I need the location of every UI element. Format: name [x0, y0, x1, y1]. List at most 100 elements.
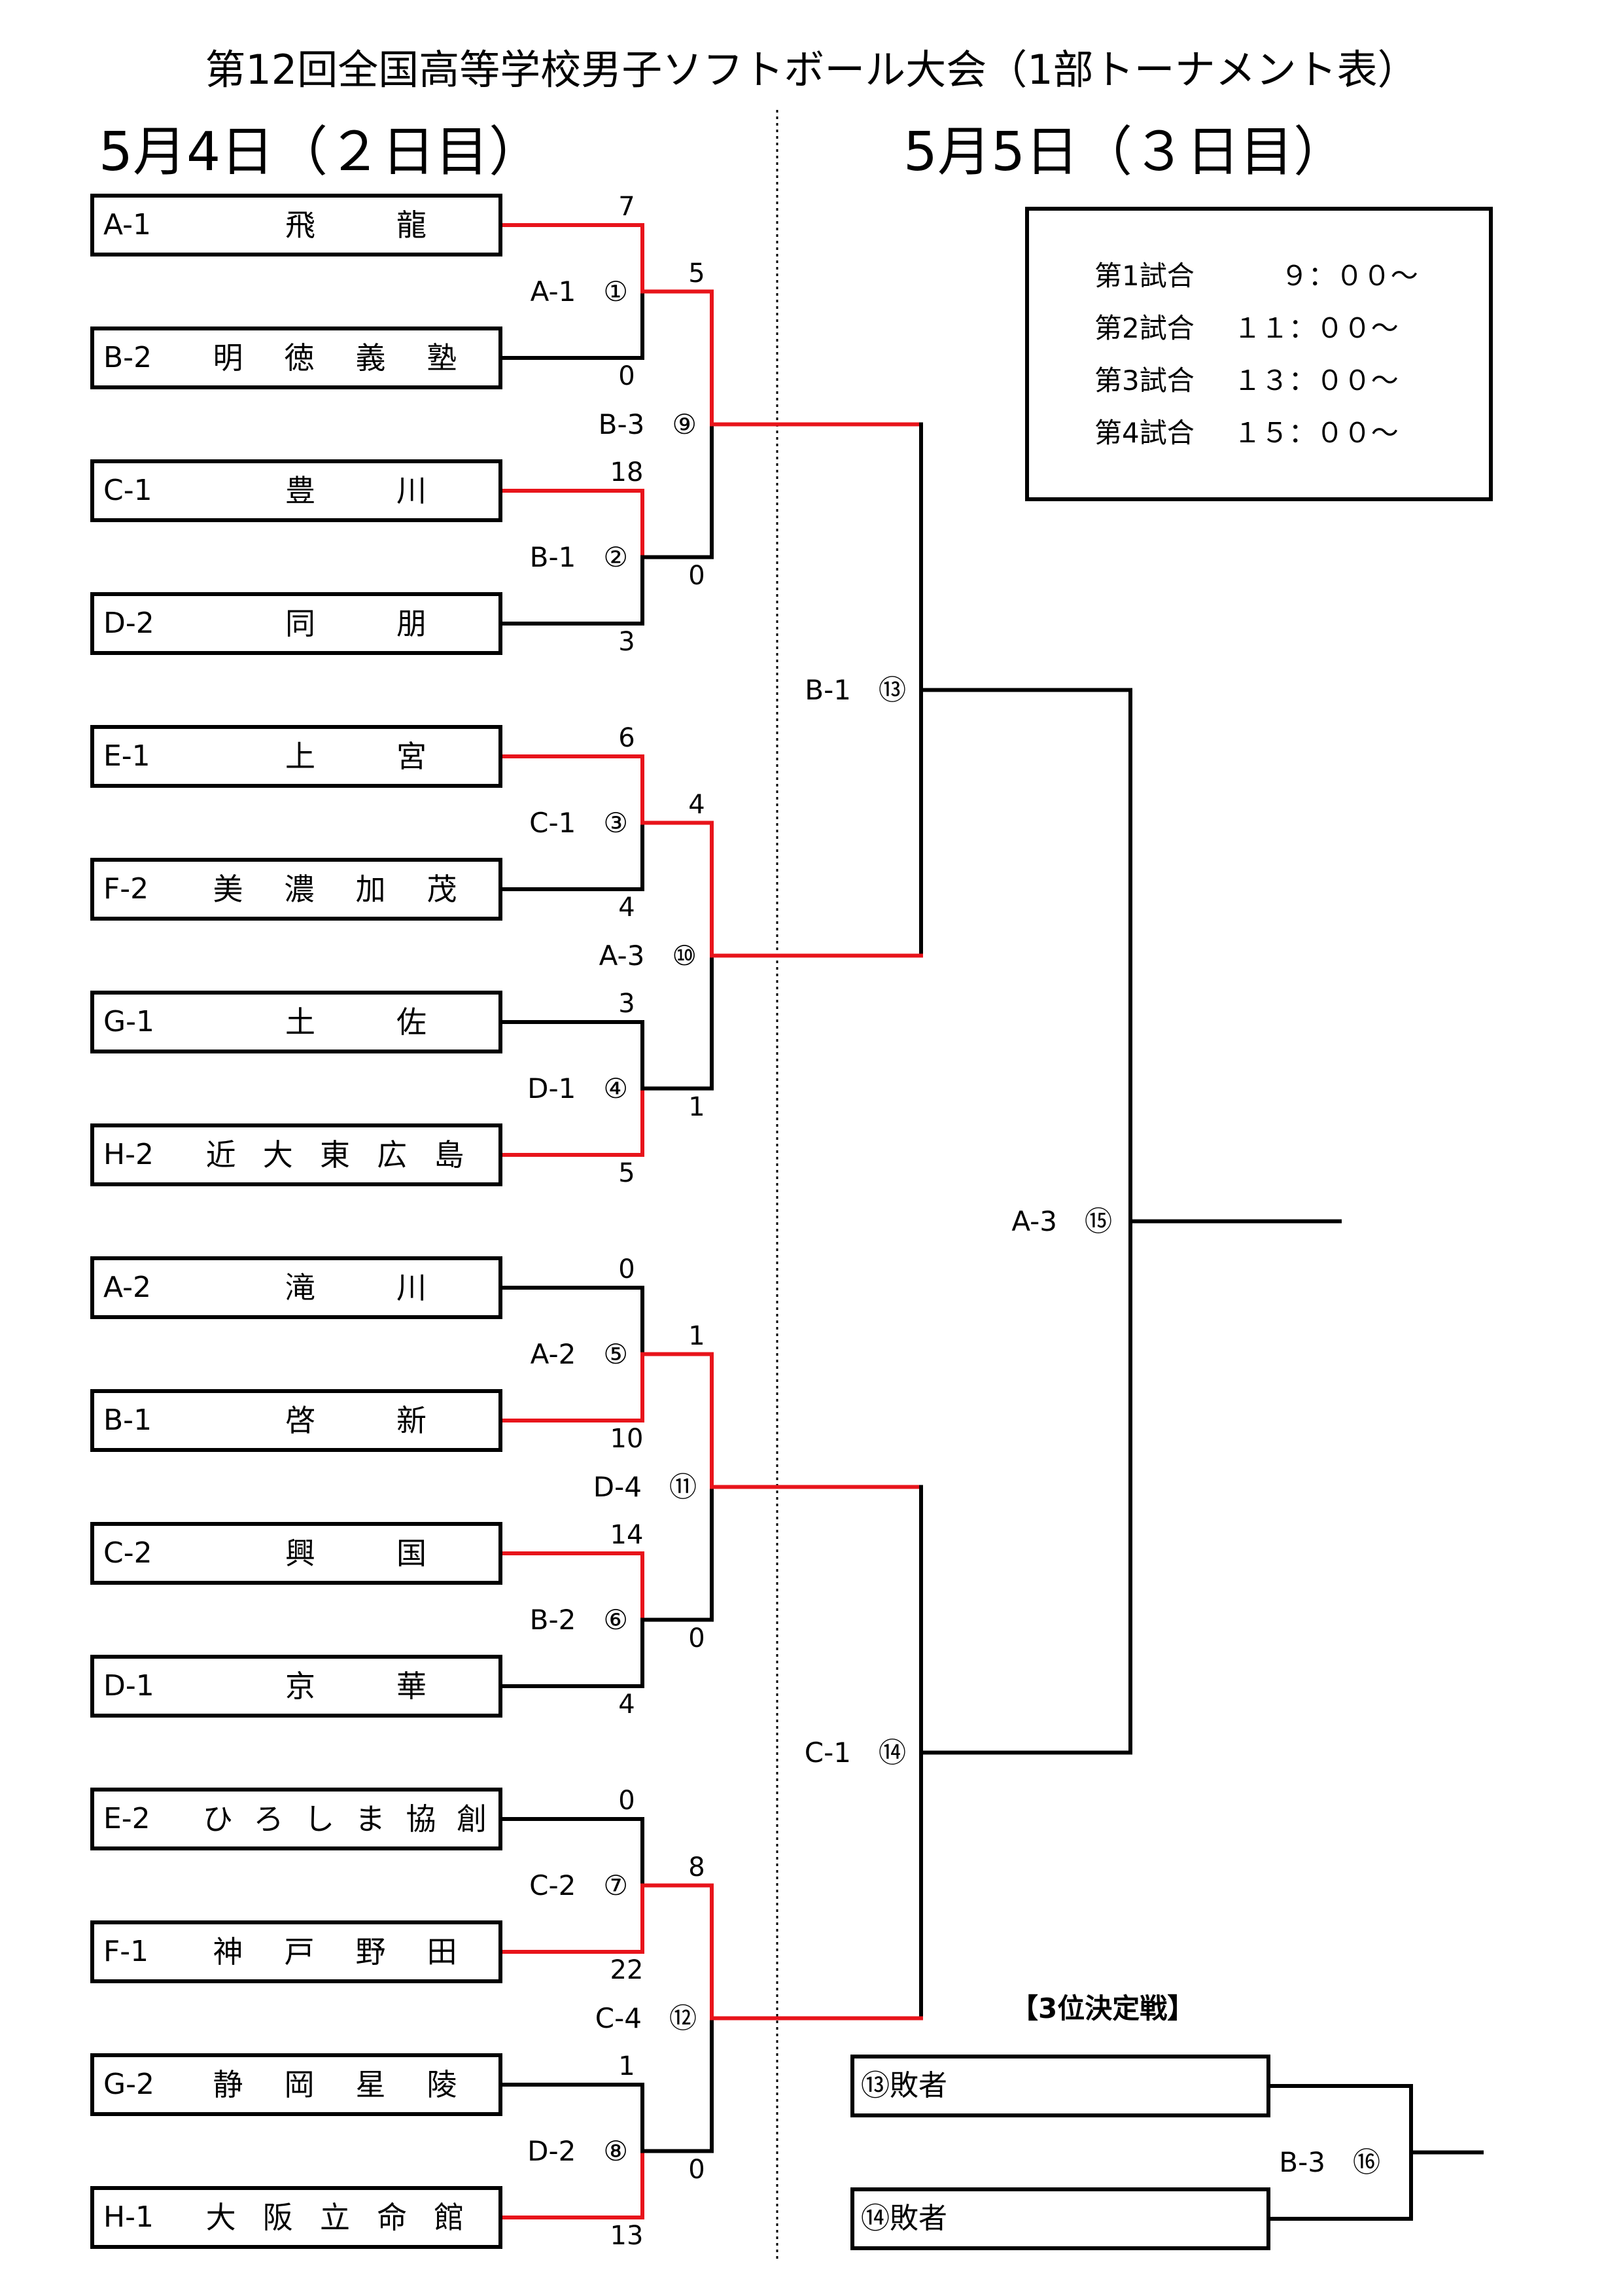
match-label: A-1 ① — [530, 275, 628, 308]
team-name: 同朋 — [245, 596, 467, 651]
match-label: C-1 ③ — [529, 806, 628, 839]
team-name-char: 阪 — [262, 2200, 293, 2235]
team-name-char: 東 — [319, 1137, 350, 1173]
team-name-char: 陵 — [427, 2067, 457, 2102]
team-name: 明徳義塾 — [192, 330, 478, 385]
score: 0 — [688, 2154, 705, 2185]
match-label: C-4 ⑫ — [595, 2002, 697, 2034]
team-code: H-1 — [103, 2200, 154, 2234]
team-name-char: 豊 — [285, 473, 315, 508]
team-code: B-2 — [103, 341, 152, 374]
score: 3 — [618, 627, 635, 657]
team-name: ひろしま協創 — [192, 1792, 497, 1846]
score: 1 — [688, 1320, 705, 1351]
match-label: A-3 ⑮ — [1011, 1205, 1112, 1237]
team-name-char: 国 — [396, 1536, 427, 1571]
team-code: A-1 — [103, 208, 152, 241]
match-label: D-4 ⑪ — [593, 1470, 697, 1503]
team-code: E-2 — [103, 1802, 150, 1835]
team-name: 美濃加茂 — [192, 862, 478, 917]
team-name-char: 戸 — [284, 1934, 315, 1969]
score: 7 — [618, 192, 635, 222]
team-name-char: 同 — [285, 606, 315, 641]
team-name-char: 明 — [213, 340, 243, 376]
team-name-char: 神 — [213, 1934, 243, 1969]
third-place-team: ⑬敗者 — [861, 2069, 947, 2102]
team-name-char: 滝 — [285, 1270, 315, 1305]
team-box: D-1 京華 — [90, 1655, 502, 1718]
team-name-char: 佐 — [396, 1004, 427, 1040]
team-name-char: し — [304, 1801, 335, 1837]
team-name-char: ひ — [202, 1801, 233, 1837]
team-name-char: 宮 — [396, 739, 427, 774]
team-name-char: 啓 — [285, 1403, 315, 1438]
team-box: B-1 啓新 — [90, 1389, 502, 1452]
team-name-char: 野 — [355, 1934, 386, 1969]
team-name-char: 飛 — [285, 207, 315, 243]
team-name-char: 義 — [355, 340, 386, 376]
team-name-char: 茂 — [427, 872, 457, 907]
score: 8 — [688, 1852, 705, 1882]
team-name-char: 島 — [434, 1137, 464, 1173]
match-label: A-2 ⑤ — [530, 1337, 628, 1370]
team-name-char: 朋 — [396, 606, 427, 641]
team-name-char: 星 — [355, 2067, 386, 2102]
team-name: 大阪立命館 — [192, 2190, 478, 2245]
score: 4 — [688, 789, 705, 820]
team-name-char: 川 — [396, 473, 427, 508]
team-name-char: 命 — [377, 2200, 408, 2235]
score: 1 — [688, 1091, 705, 1122]
team-name: 静岡星陵 — [192, 2057, 478, 2112]
team-name-char: 上 — [285, 739, 315, 774]
team-name-char: 協 — [406, 1801, 436, 1837]
day2-title: 5月4日（２日目） — [98, 121, 543, 183]
third-place-team-box: ⑭敗者 — [850, 2187, 1270, 2250]
score: 22 — [610, 1955, 644, 1985]
score: 18 — [610, 457, 644, 487]
score: 0 — [618, 1254, 635, 1284]
team-name-char: 塾 — [427, 340, 457, 376]
match-label: C-2 ⑦ — [529, 1869, 628, 1901]
team-code: D-1 — [103, 1669, 154, 1703]
team-name: 上宮 — [245, 729, 467, 784]
team-name-char: 興 — [285, 1536, 315, 1571]
match-label: D-2 ⑧ — [527, 2134, 628, 2167]
team-name-char: 美 — [213, 872, 243, 907]
team-name: 啓新 — [245, 1393, 467, 1448]
schedule-row: 第1試合 ９：００～ — [1094, 260, 1418, 292]
third-place-team-box: ⑬敗者 — [850, 2055, 1270, 2117]
score: 5 — [688, 258, 705, 289]
team-code: B-1 — [103, 1404, 152, 1437]
match-label: B-1 ⑬ — [805, 673, 906, 706]
team-name-char: 広 — [377, 1137, 408, 1173]
team-name: 興国 — [245, 1526, 467, 1581]
team-name-char: ろ — [253, 1801, 284, 1837]
team-name-char: 土 — [285, 1004, 315, 1040]
team-name: 京華 — [245, 1659, 467, 1714]
team-code: D-2 — [103, 607, 154, 640]
team-code: C-2 — [103, 1536, 152, 1570]
match-label: D-1 ④ — [527, 1072, 628, 1104]
third-place-title: 【3位決定戦】 — [1011, 1992, 1195, 2024]
team-name: 神戸野田 — [192, 1924, 478, 1979]
match-label: B-1 ② — [529, 540, 628, 573]
score: 10 — [610, 1424, 644, 1454]
third-place-match-label: B-3 ⑯ — [1279, 2146, 1380, 2178]
score: 14 — [610, 1520, 644, 1550]
team-name-char: 静 — [213, 2067, 243, 2102]
score: 0 — [618, 361, 635, 391]
score: 6 — [618, 723, 635, 753]
team-box: H-1 大阪立命館 — [90, 2186, 502, 2249]
team-code: H-2 — [103, 1138, 154, 1171]
